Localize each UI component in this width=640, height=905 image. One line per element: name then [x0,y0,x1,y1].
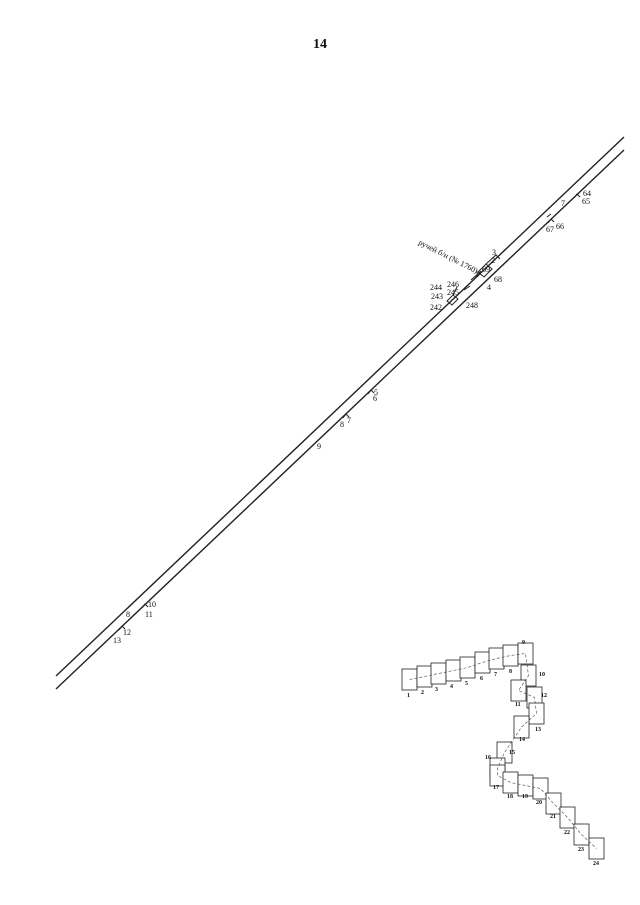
sheet-frame [532,777,549,800]
road-label: 248 [466,301,478,310]
sheet-label: 10 [539,672,545,678]
road-label: 1 [475,270,479,279]
road-label: 9 [317,442,321,451]
road-label: 10 [148,600,156,609]
sheet-label: 15 [509,750,515,756]
road-label: 7 [561,199,565,208]
road-label: 243 [431,292,443,301]
sheet-label: 11 [515,702,521,708]
sheet-label: 22 [564,830,570,836]
road-edge-upper [55,136,625,677]
sheet-label: 21 [550,814,556,820]
sheet-label: 3 [435,687,438,693]
sheet-frame [513,715,530,739]
road-label: 245 [447,288,459,297]
sheet-label: 23 [578,847,584,853]
sheet-frame [488,647,505,670]
road-label: 11 [145,610,153,619]
sheet-label: 20 [536,800,542,806]
sheet-label: 12 [541,693,547,699]
road-label: 244 [430,283,442,292]
road-label: 67 [546,225,554,234]
sheet-label: 13 [535,727,541,733]
sheet-label: 4 [450,684,453,690]
road-ticks [118,193,581,631]
road-label: 7 [347,416,351,425]
sheet-label: 17 [493,785,499,791]
road-label: 2 [491,256,495,265]
sheet-frame [559,806,576,829]
road-edge-lower [55,149,625,690]
sheet-label: 8 [509,669,512,675]
road-label: 8 [340,420,344,429]
sheet-label: 5 [465,681,468,687]
road-label: 68 [494,275,502,284]
sheet-frame [445,659,462,682]
road-label: 6 [373,394,377,403]
road-label: 66 [556,222,564,231]
sheet-frame [459,656,476,679]
sheet-frame [517,774,534,797]
sheet-label: 2 [421,690,424,696]
sheet-frame [502,644,519,667]
sheet-frame [517,642,534,665]
sheet-label: 18 [507,794,513,800]
road-label: 13 [113,636,121,645]
page-number: 14 [313,37,327,52]
sheet-label: 14 [519,737,525,743]
sheet-route-line [409,653,597,849]
sheet-label: 9 [522,640,525,646]
road-labels: 64 65 7 66 67 3 2 1 69 68 4 244 246 245 … [113,189,591,645]
sheet-frame [430,662,447,685]
road-label: 12 [123,628,131,637]
road-label: 8 [126,610,130,619]
sheet-frame [545,792,562,815]
road-label: 246 [447,280,459,289]
road-label: 242 [430,303,442,312]
sheet-label: 7 [494,672,497,678]
crossing-structure [446,254,501,306]
sheet-label: 16 [485,755,491,761]
road-label: 4 [487,283,491,292]
stream-label: ручей б/н (№ 1760) [417,238,480,276]
road-label: 64 [583,189,591,198]
road-label: 65 [582,197,590,206]
sheet-label: 24 [593,861,599,867]
sheet-label: 1 [407,693,410,699]
road-label: 3 [492,248,496,257]
road-label: 69 [482,265,490,274]
sheet-label: 6 [480,676,483,682]
road-label: 5 [374,388,378,397]
sheet-label: 19 [522,794,528,800]
